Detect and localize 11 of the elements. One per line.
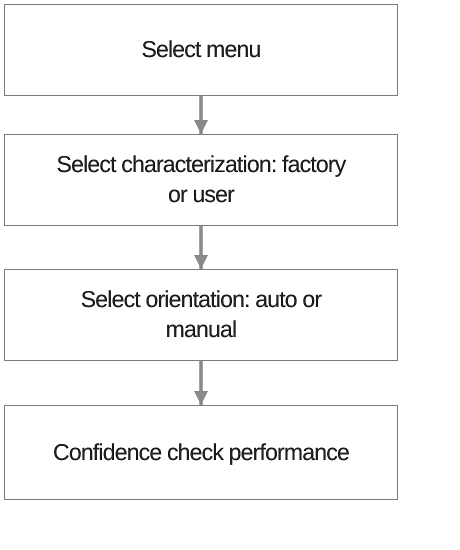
step-text: Select orientation: auto or manual — [80, 285, 323, 344]
step-text: Confidence check performance — [52, 438, 350, 467]
arrow — [194, 226, 208, 269]
step-text: Select characterization: factory or user — [56, 150, 347, 209]
process-box — [4, 269, 398, 361]
process-box — [4, 134, 398, 226]
arrow — [194, 96, 208, 134]
process-box — [4, 405, 398, 500]
step-text: Select menu — [140, 35, 262, 64]
arrow — [194, 361, 208, 405]
process-box — [4, 4, 398, 96]
